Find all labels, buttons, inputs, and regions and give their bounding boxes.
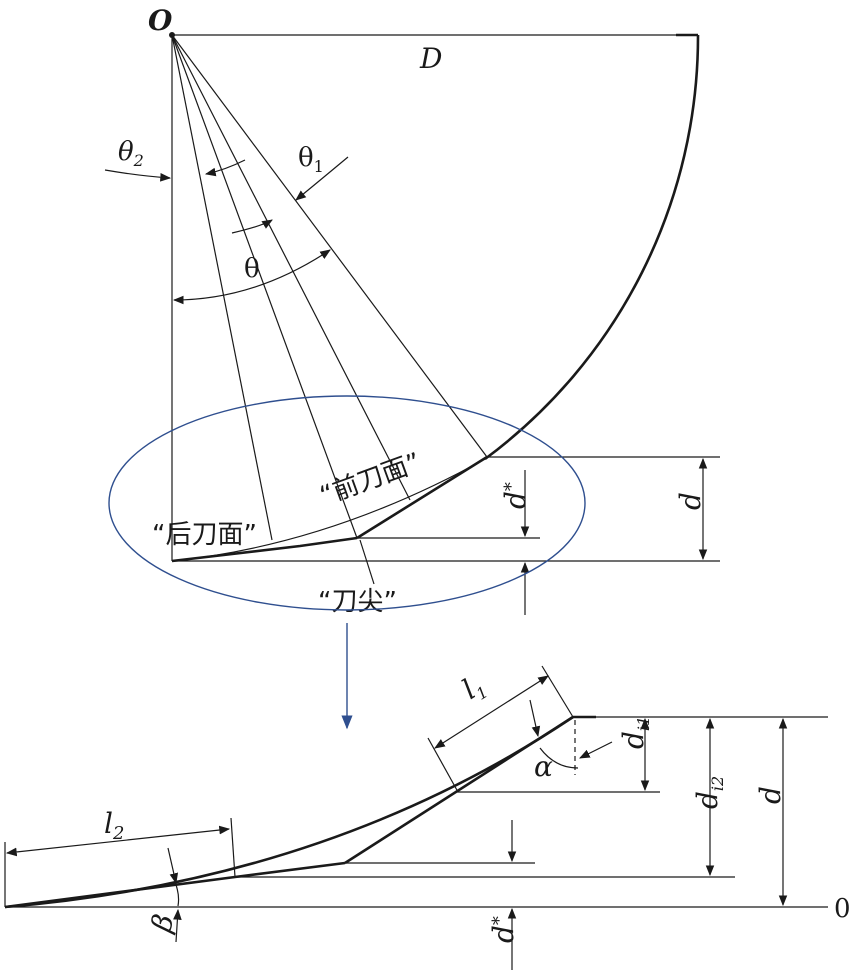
zoom-ellipse xyxy=(108,395,586,611)
beta-label: β xyxy=(144,911,180,936)
lower-figure: l1 l2 α β di1 di2 d d* 0 xyxy=(4,665,851,970)
beta-arrow-b xyxy=(173,908,182,943)
theta2-arc-a xyxy=(104,169,172,182)
theta1-arc-b xyxy=(295,156,349,201)
theta2-label: θ2 xyxy=(118,137,144,170)
rear-face-profile xyxy=(171,536,358,563)
d-lower-label: d xyxy=(754,786,787,804)
tip-label: “刀尖” xyxy=(318,587,397,617)
front-face-profile xyxy=(356,455,488,540)
di2-label: di2 xyxy=(691,776,727,809)
alpha-label: α xyxy=(534,750,553,783)
alpha-arrow-a xyxy=(529,699,541,738)
theta1-arc xyxy=(231,219,273,234)
beta-arrow-a xyxy=(167,847,179,885)
wheel-arc xyxy=(484,34,700,461)
alpha-arrow-b xyxy=(579,741,613,759)
ray-edge xyxy=(171,34,488,458)
ray-rear-face xyxy=(171,34,273,541)
theta-label: θ xyxy=(244,254,260,284)
tip-leader xyxy=(359,539,375,585)
l1-ext-a xyxy=(427,737,459,793)
theta1-label: θ1 xyxy=(298,143,324,176)
d-label: d xyxy=(674,492,707,510)
wheel-arc-zoom xyxy=(4,715,574,909)
diameter-label: D xyxy=(419,42,442,75)
l2-ext-b xyxy=(230,817,236,878)
upper-figure: O D θ2 θ1 θ “后刀面” “前刀面” “刀尖” d d* xyxy=(104,4,720,617)
origin-label: O xyxy=(148,4,173,37)
alpha-arc xyxy=(539,747,579,769)
front-face-zoom xyxy=(344,715,574,865)
beta-arc xyxy=(174,881,180,907)
rear-face-zoom xyxy=(4,861,346,909)
theta-arc xyxy=(172,249,331,305)
front-face-label: “前刀面” xyxy=(316,447,425,511)
rear-face-label: “后刀面” xyxy=(152,520,257,550)
l2-label: l2 xyxy=(104,807,124,844)
dstar-label: d* xyxy=(499,482,532,509)
di1-label: di1 xyxy=(617,716,653,749)
dstar-lower-label: d* xyxy=(487,916,520,943)
zero-label: 0 xyxy=(834,894,851,924)
l1-ext-b xyxy=(541,665,574,718)
ray-front-face xyxy=(171,34,411,501)
l2-dimension-arrow xyxy=(5,825,231,857)
theta2-arc-b xyxy=(204,159,246,177)
l1-label: l1 xyxy=(456,668,491,709)
ray-tip xyxy=(171,34,358,539)
l1-dimension-arrow xyxy=(434,675,549,749)
